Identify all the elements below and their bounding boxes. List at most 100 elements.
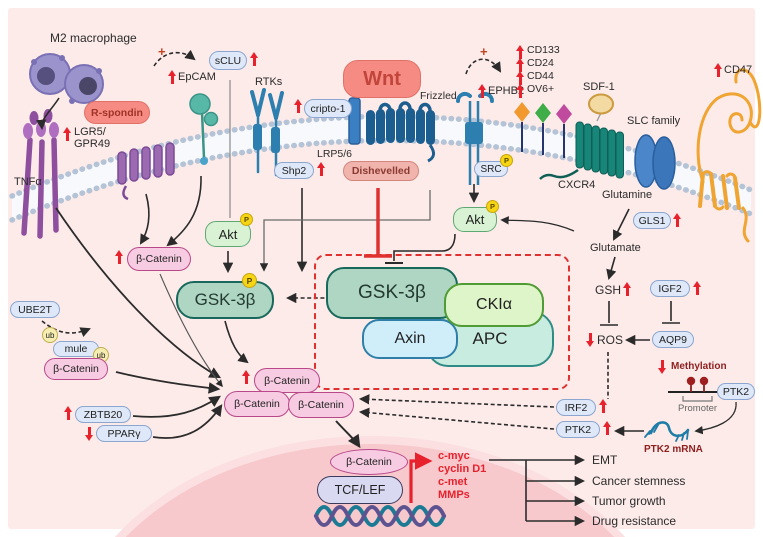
gene-activation-arrow (409, 452, 433, 503)
cd133-label: CD133 (527, 44, 560, 56)
cd24-label: CD24 (527, 57, 554, 69)
target-genes-list: c-myc cyclin D1 c-met MMPs (438, 450, 486, 502)
phospho-circle-src: P (500, 154, 513, 167)
epcam-receptor-icon (189, 93, 219, 165)
glutamine-label: Glutamine (602, 189, 653, 201)
up-arrow-zbtb20 (64, 406, 73, 421)
frizzled-receptor-icon (348, 97, 435, 163)
ckia-pill: CKIα (444, 283, 544, 327)
lrp56-label: LRP5/6 (317, 148, 353, 160)
src-pill: SRC (474, 161, 508, 177)
outcome-drug-resistance: Drug resistance (592, 514, 677, 528)
beta-catenin-left-pill: β-Catenin (127, 247, 191, 271)
outcome-tumor-growth: Tumor growth (592, 494, 666, 508)
tcf-lef-pill: TCF/LEF (317, 476, 403, 504)
glutamate-label: Glutamate (590, 242, 641, 254)
mule-pill: mule (53, 341, 99, 357)
up-arrow-cd47 (714, 63, 723, 78)
ptk2-pill: PTK2 (556, 421, 600, 438)
up-arrow-ov6 (516, 84, 525, 98)
inhibition-lines (364, 188, 680, 326)
ube2t-pill: UBE2T (10, 301, 60, 318)
m2-macrophage-icon (29, 53, 104, 104)
beta-catenin-ub-pill: β-Catenin (44, 358, 108, 380)
axin-pill: Axin (362, 319, 458, 359)
slc-transporter-icon (634, 134, 676, 190)
beta-catenin-cluster-top-pill: β-Catenin (254, 368, 320, 393)
cd-marker-icons (514, 102, 572, 158)
cripto1-pill: cripto-1 (304, 99, 352, 118)
gene-mmps: MMPs (438, 489, 470, 501)
phospho-circle-gsk3b: P (242, 273, 257, 288)
rtks-label: RTKs (255, 76, 283, 88)
gene-cmet: c-met (438, 476, 468, 488)
up-arrow-bcatenin-cluster (242, 370, 251, 390)
gsh-label: GSH (595, 283, 622, 297)
outcome-cancer-stemness: Cancer stemness (592, 474, 686, 488)
outcome-emt: EMT (592, 453, 618, 467)
cxcr4-label: CXCR4 (558, 179, 596, 191)
ppary-pill: PPARγ (96, 425, 152, 442)
up-arrow-cd24 (516, 58, 525, 72)
down-arrow-ppary (85, 426, 94, 441)
r-spondin-pill: R-spondin (84, 101, 150, 124)
gsk3b-complex-pill: GSK-3β (326, 267, 458, 319)
up-arrow-gsh (623, 282, 632, 297)
gls1-pill: GLS1 (633, 212, 671, 229)
ptk2-mrna-label: PTK2 mRNA (644, 444, 703, 455)
destruction-complex-box (314, 254, 570, 390)
ov6-label: OV6+ (527, 83, 555, 95)
ephb2-label: EPHB2 (488, 85, 525, 97)
tnfa-label: TNFα (14, 176, 42, 188)
zbtb20-pill: ZBTB20 (75, 406, 131, 423)
up-arrow-ptk2 (603, 421, 612, 436)
frizzled-label: Frizzled (420, 90, 457, 102)
up-arrow-shp2 (317, 162, 326, 177)
gsk3b-free-pill: GSK-3β (176, 281, 274, 319)
promoter-label: Promoter (678, 403, 718, 414)
beta-catenin-cluster-right-pill: β-Catenin (288, 392, 354, 418)
signal-arrows (36, 80, 737, 527)
cd44-label: CD44 (527, 70, 554, 82)
ptk2-mrna-icon (644, 421, 690, 442)
up-arrow-igf2 (693, 281, 702, 296)
epcam-label: EpCAM (178, 71, 216, 83)
cd47-receptor-icon (696, 68, 762, 243)
plus-sign-ephb2: + (480, 44, 488, 59)
up-arrow-gls1 (673, 213, 682, 228)
up-arrow-epcam (168, 70, 177, 85)
up-arrow-cd133 (516, 45, 525, 59)
sdf1-label: SDF-1 (583, 81, 615, 93)
ros-label: ROS (597, 333, 624, 347)
shp2-pill: Shp2 (274, 162, 314, 179)
up-arrow-cripto1 (294, 99, 303, 114)
dashed-arrows (41, 49, 609, 430)
beta-catenin-nucleus-pill: β-Catenin (330, 449, 408, 475)
phospho-circle-akt-left: P (240, 213, 253, 226)
methylation-label: Methylation (671, 361, 727, 372)
aqp9-pill: AQP9 (652, 331, 694, 348)
up-arrow-ephb2 (478, 84, 487, 99)
plus-sign-epcam: + (158, 44, 166, 59)
beta-catenin-cluster-left-pill: β-Catenin (224, 391, 290, 417)
igf2-pill: IGF2 (650, 280, 690, 297)
slc-family-label: SLC family (627, 115, 681, 127)
cxcr4-receptor-icon (539, 93, 624, 180)
cd47-label: CD47 (724, 64, 753, 76)
lgr5-receptor-icon (117, 142, 175, 201)
phospho-circle-akt-right: P (486, 200, 499, 213)
m2-macrophage-label: M2 macrophage (50, 31, 137, 45)
sclu-pill: sCLU (209, 51, 247, 70)
lgr5-label-line1: LGR5/ (74, 126, 106, 138)
up-arrow-lgr5 (63, 127, 72, 142)
wnt-box: Wnt (343, 60, 421, 98)
down-arrow-methylation (658, 361, 667, 374)
tnfa-receptor-icon (21, 109, 59, 239)
up-arrow-sclu (250, 52, 259, 67)
down-arrow-ros (586, 332, 595, 347)
lgr5-label-line2: GPR49 (74, 138, 111, 150)
ub-circle-1: ub (42, 327, 58, 343)
gene-cmyc: c-myc (438, 450, 470, 462)
dishevelled-pill: Dishevelled (343, 161, 419, 181)
